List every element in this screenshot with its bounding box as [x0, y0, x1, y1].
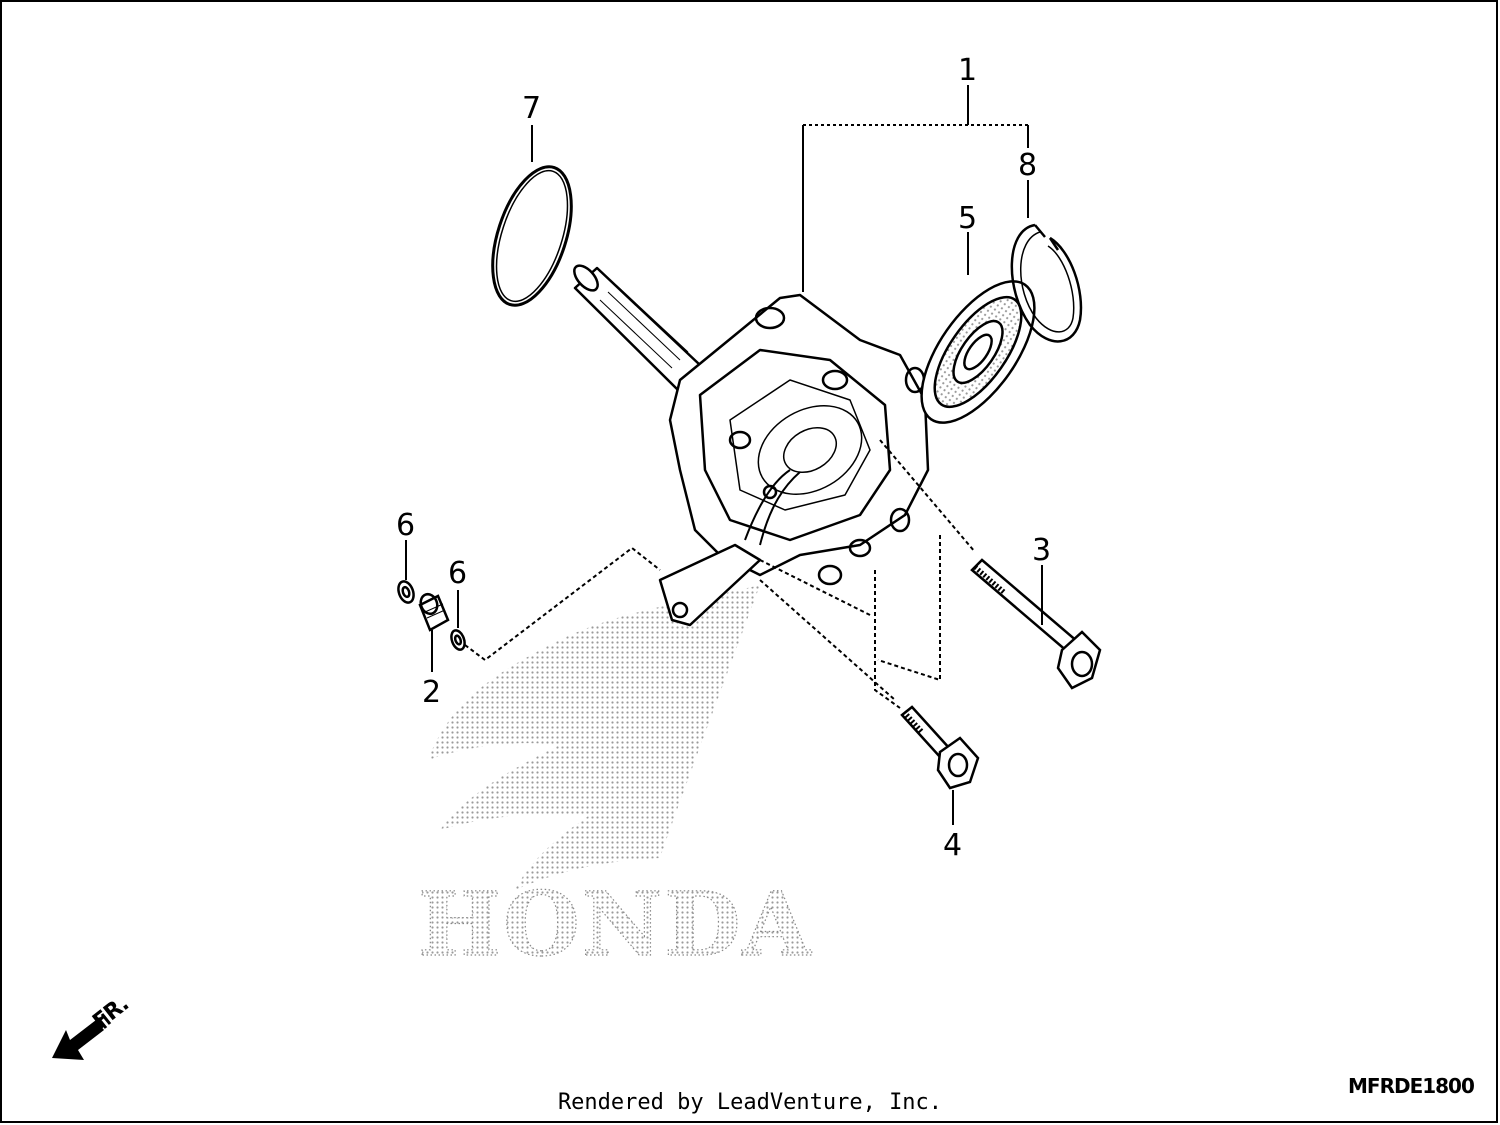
leader-lines: [405, 85, 1043, 825]
callout-5: 5: [958, 201, 977, 236]
washer-part-6-left: [397, 580, 415, 604]
callout-7: 7: [522, 91, 541, 126]
o-ring-part-7: [491, 165, 573, 307]
bearing-part-5: [920, 280, 1036, 424]
drawing-code: MFRDE1800: [1348, 1074, 1474, 1098]
callout-3: 3: [1032, 533, 1051, 568]
callout-4: 4: [943, 828, 962, 863]
callout-6-left: 6: [396, 508, 415, 543]
final-gear-case-assembly: [573, 264, 930, 627]
washer-part-6-right: [450, 629, 466, 651]
front-arrow: FR.: [52, 992, 133, 1060]
honda-wing-logo: HONDA: [417, 585, 813, 977]
callout-6-right: 6: [448, 556, 467, 591]
render-credit: Rendered by LeadVenture, Inc.: [557, 1090, 943, 1115]
callout-2: 2: [422, 675, 441, 710]
bolt-part-3: [970, 558, 1102, 690]
snap-ring-part-8: [1010, 223, 1083, 343]
bolt-part-4: [900, 705, 980, 790]
callout-8: 8: [1018, 148, 1037, 183]
callout-1: 1: [958, 53, 977, 88]
honda-logo-text: HONDA: [418, 872, 813, 976]
banjo-bolt-part-2: [418, 592, 450, 632]
